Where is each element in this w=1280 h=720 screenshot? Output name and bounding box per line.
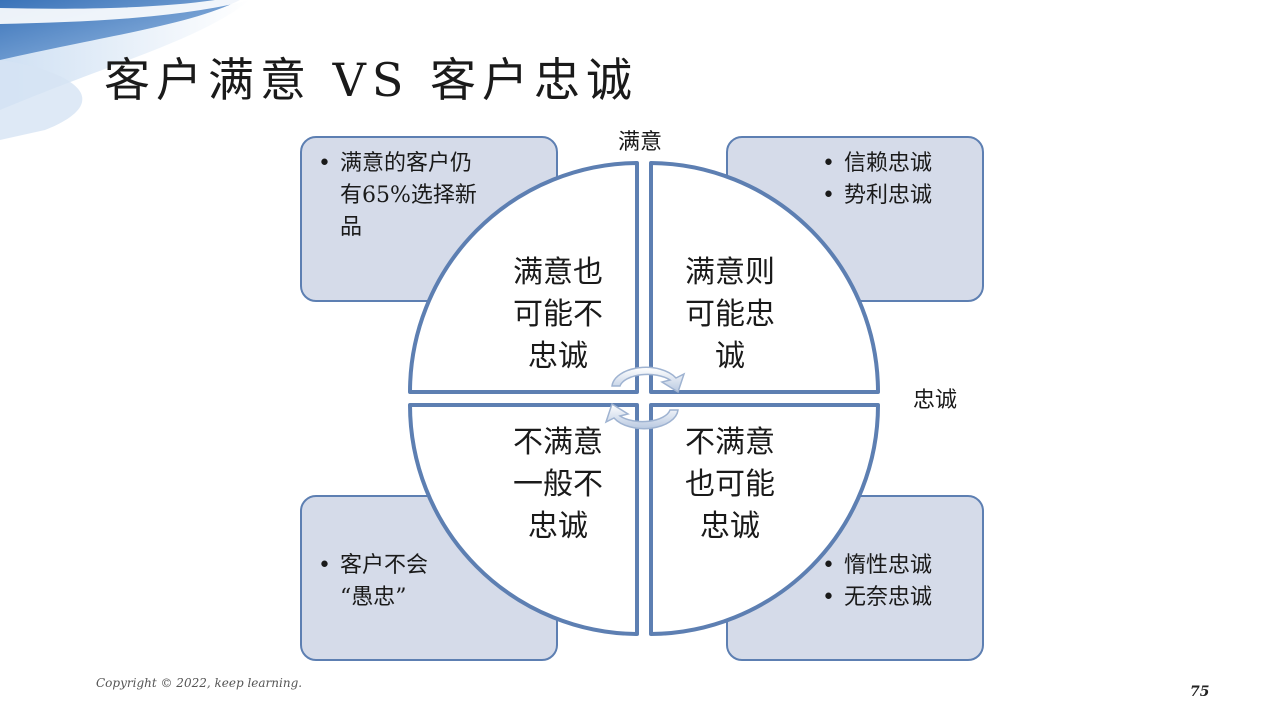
quadrant-line: 可能忠 — [685, 297, 775, 332]
box-bullet: 信赖忠诚 — [822, 148, 932, 180]
box-list-top-right: 信赖忠诚 势利忠诚 — [820, 148, 932, 212]
box-list-bottom-left: 客户不会 “愚忠” — [316, 550, 480, 614]
box-bullet-continuation: “愚忠” — [340, 585, 407, 610]
quadrant-line: 一般不 — [513, 467, 603, 502]
quadrant-bottom-left — [408, 403, 639, 636]
cycle-arrows-icon — [604, 366, 686, 430]
quadrant-line: 不满意 — [685, 425, 775, 460]
quadrant-text-top-left: 满意也 可能不 忠诚 — [498, 252, 618, 378]
copyright-footer: Copyright © 2022, keep learning. — [96, 676, 303, 690]
box-bullet: 无奈忠诚 — [822, 582, 932, 614]
slide-title: 客户满意 VS 客户忠诚 — [104, 53, 638, 107]
quadrant-line: 忠诚 — [700, 509, 760, 544]
quadrant-text-bottom-left: 不满意 一般不 忠诚 — [498, 422, 618, 548]
box-bullet: 满意的客户仍有65%选择新品 — [318, 148, 490, 244]
quadrant-line: 满意则 — [685, 255, 775, 290]
quadrant-text-top-right: 满意则 可能忠 诚 — [670, 252, 790, 378]
quadrant-bottom-right — [649, 403, 880, 636]
quadrant-text-bottom-right: 不满意 也可能 忠诚 — [670, 422, 790, 548]
box-bullet: 惰性忠诚 — [822, 550, 932, 582]
box-bullet: 势利忠诚 — [822, 180, 932, 212]
box-list-top-left: 满意的客户仍有65%选择新品 — [316, 148, 490, 244]
box-bullet: 客户不会 — [318, 550, 480, 582]
quadrant-top-left — [408, 161, 639, 394]
quadrant-line: 诚 — [715, 339, 745, 374]
page-number: 75 — [1190, 684, 1210, 700]
quadrant-line: 忠诚 — [528, 509, 588, 544]
axis-label-satisfaction: 满意 — [618, 129, 663, 154]
quadrant-top-right — [649, 161, 880, 394]
axis-label-loyalty: 忠诚 — [913, 387, 958, 412]
quadrant-line: 满意也 — [513, 255, 603, 290]
quadrant-line: 不满意 — [513, 425, 603, 460]
quadrant-line: 可能不 — [513, 297, 603, 332]
box-list-bottom-right: 惰性忠诚 无奈忠诚 — [820, 550, 932, 614]
decorative-swoosh — [0, 0, 250, 140]
quadrant-line: 忠诚 — [528, 339, 588, 374]
quadrant-line: 也可能 — [685, 467, 775, 502]
